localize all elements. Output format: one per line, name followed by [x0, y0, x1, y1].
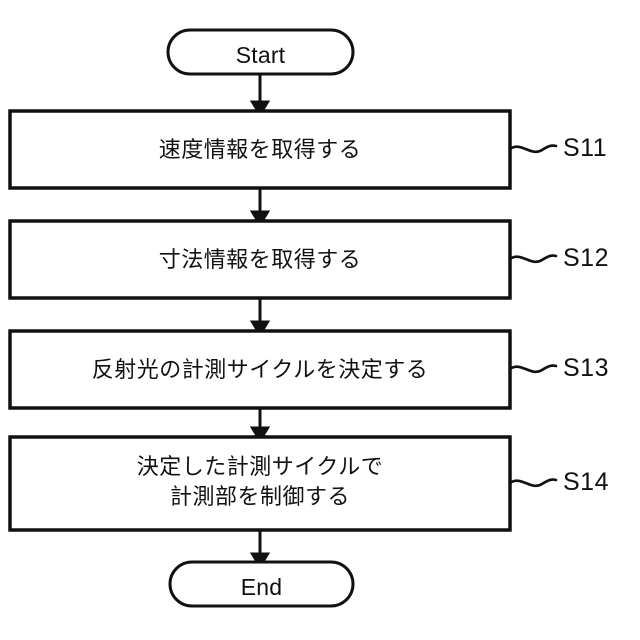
- node-s11-shape[interactable]: [8, 109, 512, 190]
- node-s14-shape[interactable]: [8, 435, 512, 532]
- node-s13-shape[interactable]: [8, 329, 512, 410]
- step-connector-s11: [508, 144, 558, 153]
- step-connector-s12: [508, 254, 558, 263]
- node-start-shape[interactable]: [166, 28, 355, 76]
- step-label-s12: S12: [563, 244, 609, 272]
- step-label-s13: S13: [563, 354, 609, 382]
- step-label-s11: S11: [563, 134, 608, 162]
- step-connector-s13: [508, 364, 558, 373]
- node-s12-shape[interactable]: [8, 219, 512, 300]
- step-connector-s14: [508, 478, 558, 487]
- step-label-s14: S14: [563, 468, 609, 496]
- node-end-shape[interactable]: [168, 560, 355, 608]
